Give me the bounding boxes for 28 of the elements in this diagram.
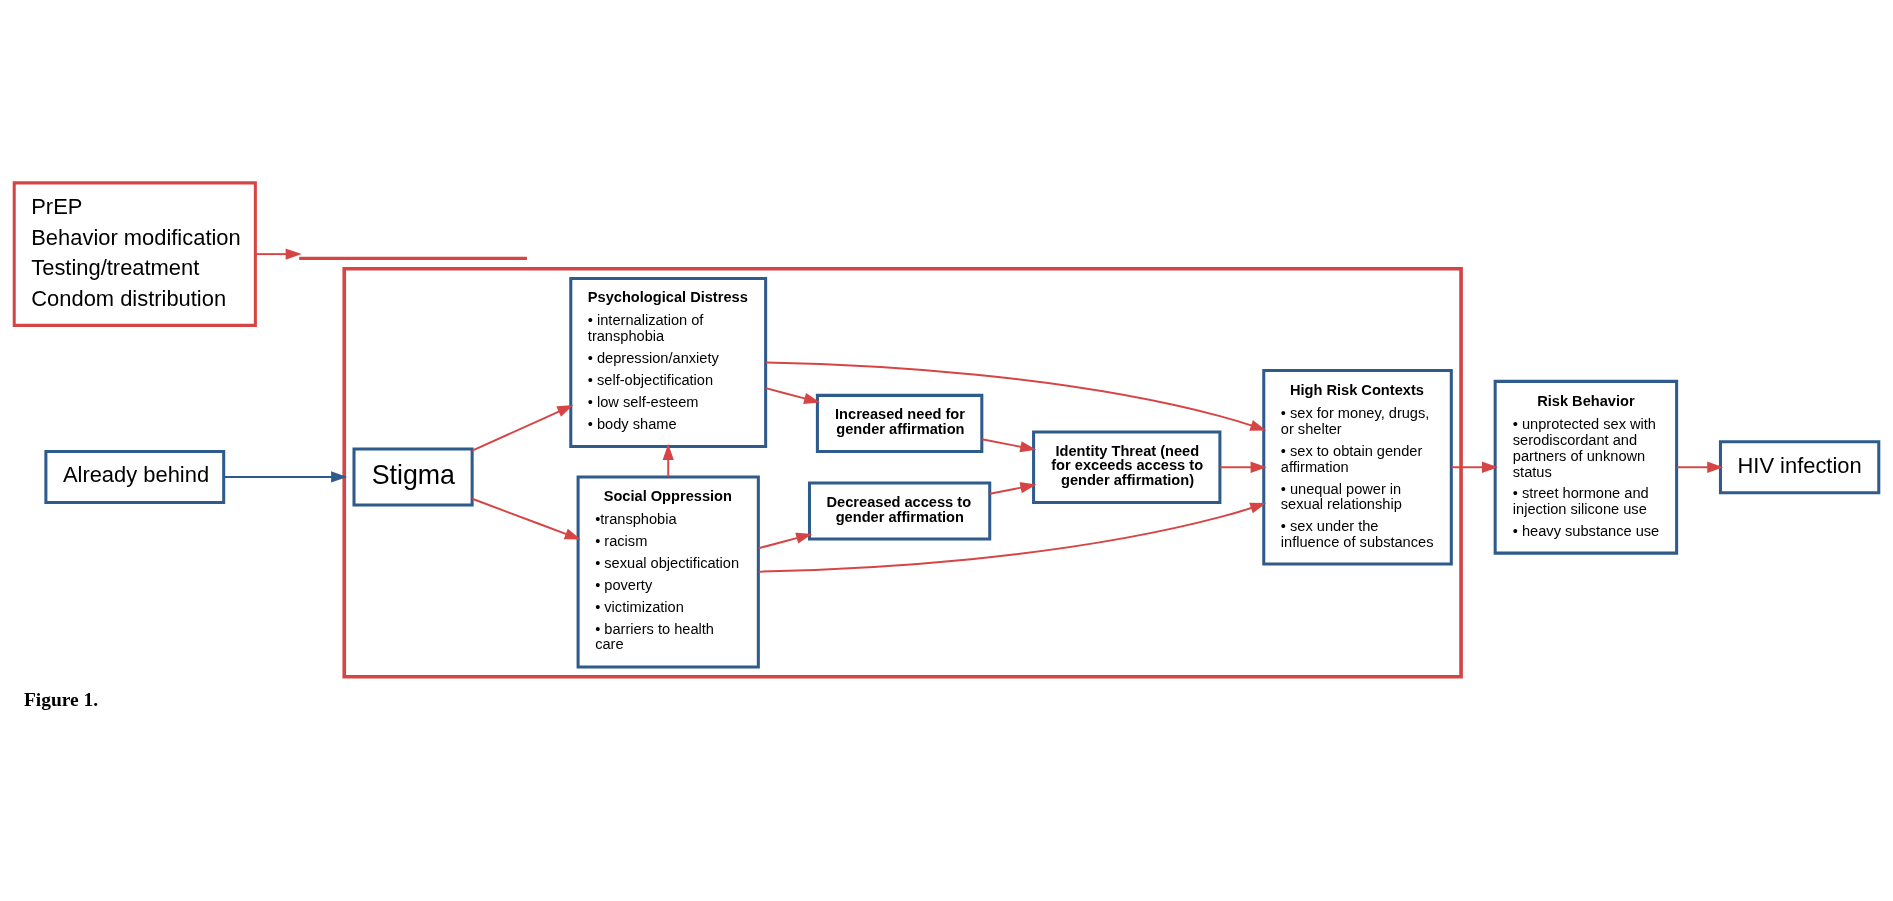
arrow — [1450, 461, 1499, 473]
arrow — [765, 361, 1267, 431]
node-box: Already behind — [44, 449, 226, 505]
arrow — [254, 248, 302, 260]
arrow — [757, 532, 813, 550]
node-box: Stigma — [352, 447, 474, 507]
node-box: Risk Behavior • unprotected sex with serodiscordant and partners of unknown status • street hormone and injection silicone use • heavy substance use — [1493, 379, 1679, 555]
node-bar — [299, 256, 527, 260]
arrow — [988, 482, 1037, 495]
arrow — [764, 387, 821, 404]
cluster — [342, 266, 1463, 679]
node-box: High Risk Contexts • sex for money, drugs, or shelter • sex to obtain gender affirmation • unequal power in sexual relationship • sex under the influence of substances — [1262, 368, 1453, 566]
arrow — [662, 443, 674, 478]
node-box: Social Oppression •transphobia • racism • sexual objectification • poverty • victimization • barriers to health care — [576, 475, 760, 669]
node-box: HIV infection — [1718, 440, 1881, 495]
arrow — [980, 438, 1037, 453]
node-box: Identity Threat (need for exceeds access to gender affirmation) — [1032, 430, 1222, 505]
arrow — [757, 502, 1267, 573]
arrow — [1219, 461, 1267, 473]
arrow — [471, 404, 574, 452]
arrow — [223, 471, 348, 483]
node-box: PrEP Behavior modification Testing/treatment Condom distribution — [12, 181, 257, 327]
node-box: Decreased access to gender affirmation — [807, 481, 992, 541]
node-box: Psychological Distress • internalization of transphobia • depression/anxiety • self-objectification • low self-esteem • body shame — [569, 276, 768, 449]
arrow — [1675, 461, 1724, 473]
node-box: Increased need for gender affirmation — [815, 393, 984, 453]
caption: Figure 1. — [23, 688, 99, 710]
arrow — [471, 497, 581, 540]
